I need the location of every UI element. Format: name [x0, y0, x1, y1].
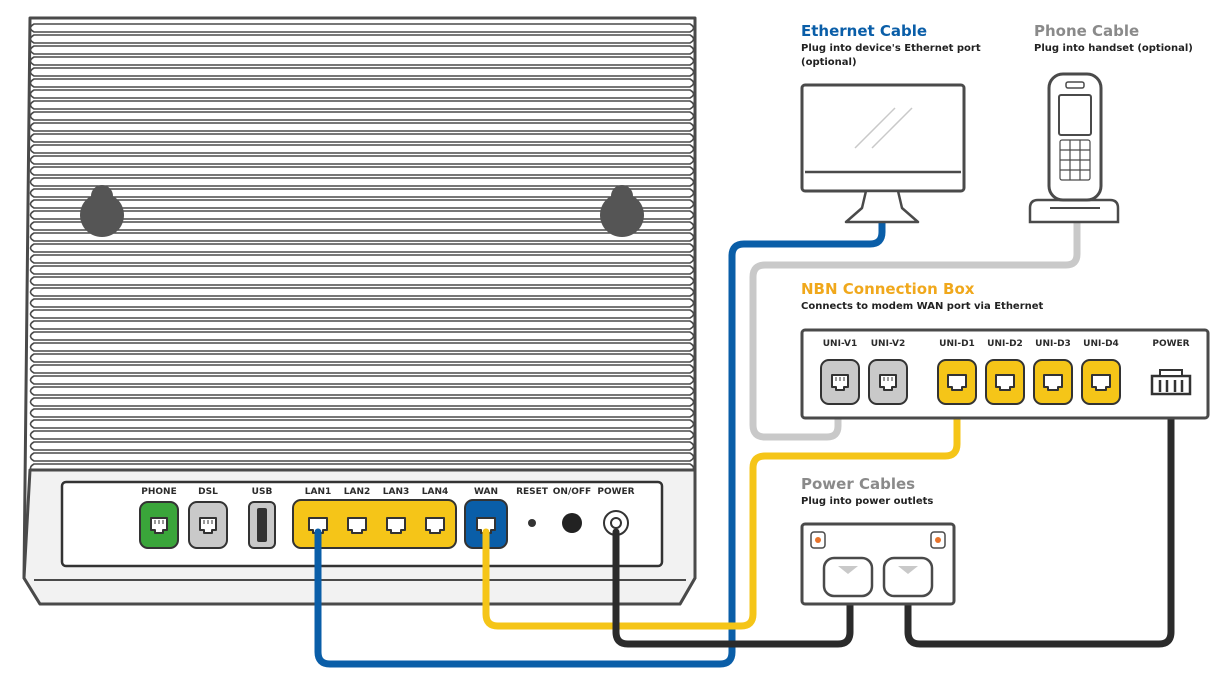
ethernet-callout: Ethernet Cable Plug into device's Ethern… — [801, 22, 981, 68]
port-label-phone: PHONE — [141, 487, 176, 497]
vent-fin — [29, 23, 695, 33]
vent-fin — [29, 287, 695, 297]
vent-fin — [29, 34, 695, 44]
wall-mount-hole-right — [600, 185, 645, 238]
phone-cable-title: Phone Cable — [1034, 22, 1139, 40]
port-label-dsl: DSL — [198, 487, 218, 497]
reset-button[interactable] — [528, 519, 536, 527]
vent-fin — [29, 419, 695, 429]
vent-fin — [29, 166, 695, 176]
vent-fin — [29, 188, 695, 198]
modem-ports — [139, 499, 629, 549]
lan-port-group — [292, 499, 457, 549]
vent-fin — [29, 430, 695, 440]
wan-cable — [482, 388, 961, 630]
vent-fin — [29, 331, 695, 341]
port-label-usb: USB — [252, 487, 273, 497]
lan2-port[interactable] — [347, 517, 367, 534]
ethernet-cable-title: Ethernet Cable — [801, 22, 927, 40]
vent-fin — [29, 144, 695, 154]
nbn-label-v1: UNI-V1 — [823, 339, 858, 349]
port-label-wan: WAN — [474, 487, 498, 497]
nbn-label-d3: UNI-D3 — [1035, 339, 1071, 349]
vent-fin — [29, 122, 695, 132]
vent-fin — [29, 177, 695, 187]
port-label-lan1: LAN1 — [305, 487, 332, 497]
modem-vent-fins — [29, 23, 695, 473]
nbn-label-d2: UNI-D2 — [987, 339, 1023, 349]
ethernet-cable-desc-1: Plug into device's Ethernet port — [801, 43, 981, 54]
nbn-box-desc: Connects to modem WAN port via Ethernet — [801, 301, 1044, 312]
ethernet-cable-desc-2: (optional) — [801, 57, 857, 68]
vent-fin — [29, 133, 695, 143]
vent-fin — [29, 100, 695, 110]
vent-fin — [29, 298, 695, 308]
power-callout: Power Cables Plug into power outlets — [801, 475, 933, 507]
vent-fin — [29, 232, 695, 242]
modem-port-labels: PHONE DSL USB LAN1 LAN2 LAN3 LAN4 WAN RE… — [141, 487, 634, 497]
rj11-port-icon — [199, 517, 217, 534]
port-label-reset: RESET — [516, 487, 549, 497]
port-label-lan2: LAN2 — [344, 487, 371, 497]
port-label-onoff: ON/OFF — [553, 487, 591, 497]
vent-fin — [29, 452, 695, 462]
nbn-label-power: POWER — [1152, 339, 1189, 349]
nbn-label-d4: UNI-D4 — [1083, 339, 1119, 349]
vent-fin — [29, 78, 695, 88]
power-outlet-left[interactable] — [822, 556, 874, 598]
onoff-button[interactable] — [562, 513, 582, 533]
port-label-lan3: LAN3 — [383, 487, 410, 497]
phone-cable — [749, 218, 1081, 441]
power-outlet-icon — [800, 522, 956, 606]
desktop-monitor-icon — [800, 83, 966, 224]
cables — [314, 218, 1175, 668]
vent-fin — [29, 265, 695, 275]
vent-fin — [29, 155, 695, 165]
vent-fin — [29, 397, 695, 407]
vent-fin — [29, 89, 695, 99]
vent-fin — [29, 386, 695, 396]
nbn-connection-box: UNI-V1 UNI-V2 UNI-D1 UNI-D2 UNI-D3 UNI-D… — [800, 328, 1210, 420]
power-cables-title: Power Cables — [801, 475, 915, 493]
vent-fin — [29, 210, 695, 220]
modem-power-cable — [612, 528, 854, 648]
nbn-label-v2: UNI-V2 — [871, 339, 906, 349]
power-cables-desc: Plug into power outlets — [801, 496, 933, 507]
port-label-lan4: LAN4 — [422, 487, 449, 497]
vent-fin — [29, 342, 695, 352]
wall-mount-hole-left — [80, 185, 124, 238]
ethernet-cable — [314, 218, 886, 668]
nbn-label-d1: UNI-D1 — [939, 339, 975, 349]
vent-fin — [29, 276, 695, 286]
nbn-power-cable — [904, 388, 1175, 648]
vent-fin — [29, 45, 695, 55]
vent-fin — [29, 243, 695, 253]
nbn-box-title: NBN Connection Box — [801, 280, 975, 298]
vent-fin — [29, 199, 695, 209]
vent-fin — [29, 309, 695, 319]
vent-fin — [29, 56, 695, 66]
vent-fin — [29, 353, 695, 363]
phone-cable-desc: Plug into handset (optional) — [1034, 43, 1193, 54]
rj11-port-icon — [150, 517, 168, 534]
vent-fin — [29, 441, 695, 451]
lan3-port[interactable] — [386, 517, 406, 534]
vent-fin — [29, 320, 695, 330]
cordless-phone-icon — [1028, 72, 1120, 224]
phone-callout: Phone Cable Plug into handset (optional) — [1034, 22, 1193, 54]
nbn-power-socket[interactable] — [1150, 369, 1192, 396]
vent-fin — [29, 254, 695, 264]
vent-fin — [29, 408, 695, 418]
vent-fin — [29, 111, 695, 121]
lan4-port[interactable] — [425, 517, 445, 534]
vent-fin — [29, 375, 695, 385]
nbn-callout: NBN Connection Box Connects to modem WAN… — [801, 280, 1044, 312]
vent-fin — [29, 221, 695, 231]
vent-fin — [29, 364, 695, 374]
port-label-power: POWER — [597, 487, 634, 497]
power-outlet-right[interactable] — [882, 556, 934, 598]
vent-fin — [29, 67, 695, 77]
